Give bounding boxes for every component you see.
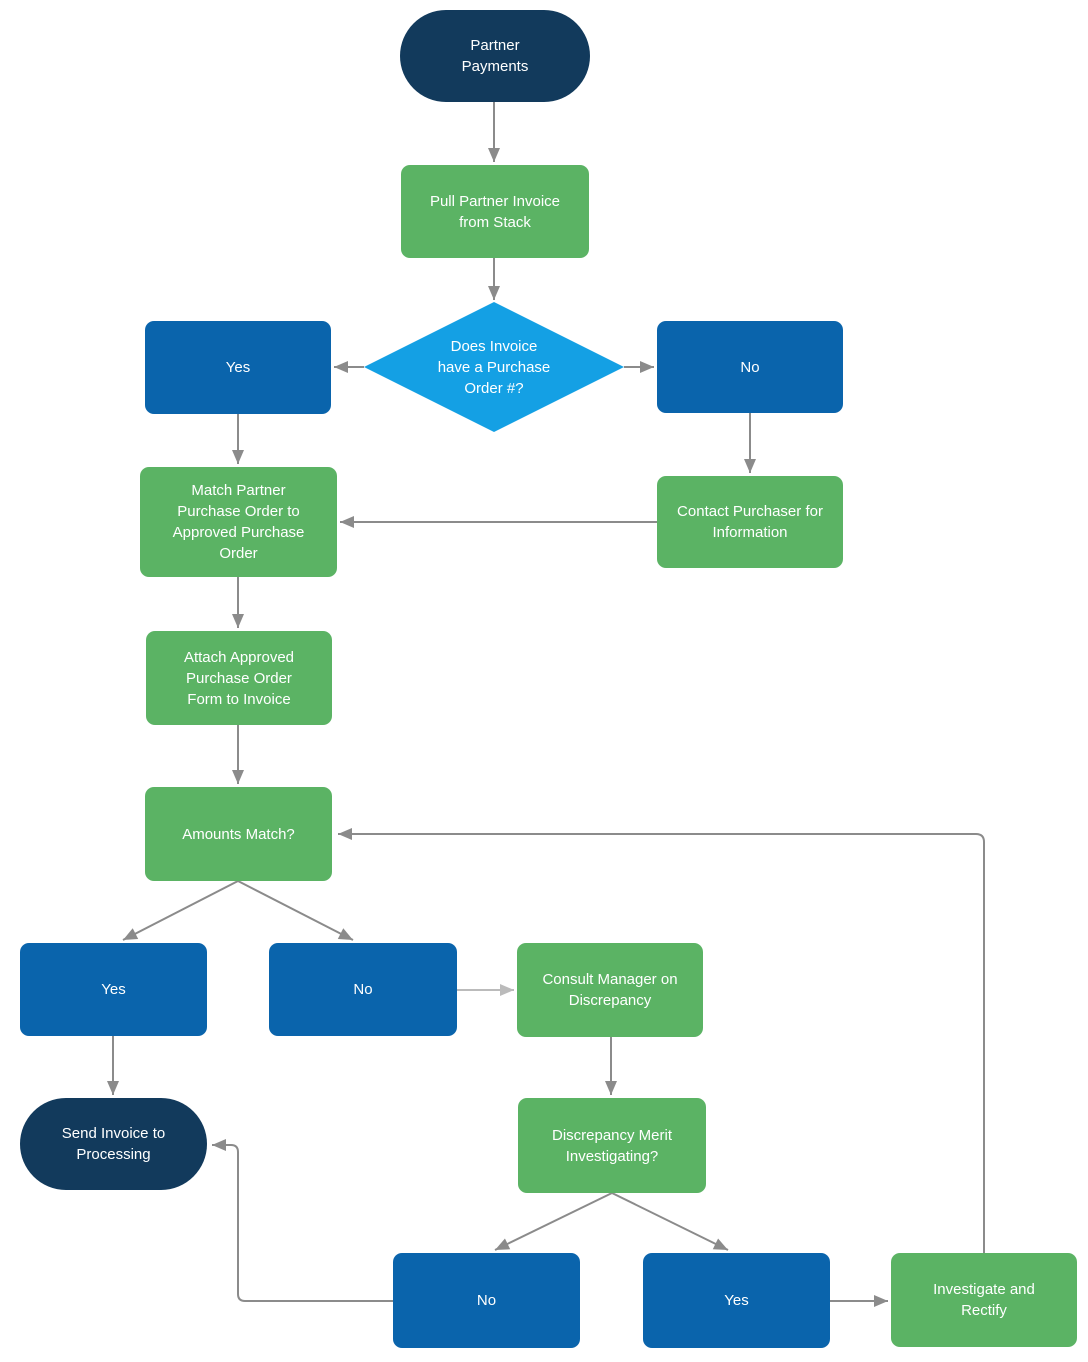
- node-amounts-yes: Yes: [20, 943, 207, 1036]
- node-attach-purchase-order: Attach Approved Purchase Order Form to I…: [146, 631, 332, 725]
- node-po-no: No: [657, 321, 843, 413]
- node-discrepancy-merit: Discrepancy Merit Investigating?: [518, 1098, 706, 1193]
- edge-discrepancy-merit-to-no: [494, 1192, 613, 1251]
- node-label: Contact Purchaser for Information: [677, 503, 823, 541]
- node-investigate-rectify: Investigate and Rectify: [891, 1253, 1077, 1347]
- node-label: Yes: [225, 359, 251, 376]
- node-label: No: [353, 981, 373, 998]
- node-label: Send Invoice to Processing: [61, 1125, 166, 1163]
- edge-amounts-match-to-no: [237, 880, 354, 941]
- node-amounts-no: No: [269, 943, 457, 1036]
- node-label: Discrepancy Merit Investigating?: [551, 1126, 673, 1165]
- node-label: Attach Approved Purchase Order Form to I…: [183, 648, 295, 708]
- node-label: Does Invoice have a Purchase Order #?: [437, 337, 551, 397]
- node-merit-yes: Yes: [643, 1253, 830, 1348]
- node-label: Amounts Match?: [182, 825, 295, 843]
- node-send-invoice-processing: Send Invoice to Processing: [20, 1098, 207, 1190]
- edge-merit-no-to-send-invoice: [212, 1139, 393, 1302]
- node-pull-partner-invoice: Pull Partner Invoice from Stack: [401, 165, 589, 258]
- node-consult-manager: Consult Manager on Discrepancy: [517, 943, 703, 1037]
- edge-amounts-match-to-yes: [122, 880, 239, 941]
- node-po-yes: Yes: [145, 321, 331, 414]
- node-partner-payments: Partner Payments: [400, 10, 590, 102]
- node-label: Investigate and Rectify: [933, 1281, 1035, 1319]
- node-label: Partner Payments: [461, 37, 529, 75]
- node-match-purchase-order: Match Partner Purchase Order to Approved…: [140, 467, 337, 577]
- node-label: Consult Manager on Discrepancy: [542, 971, 678, 1009]
- node-label: Yes: [101, 981, 126, 998]
- edge-discrepancy-merit-to-yes: [611, 1192, 729, 1251]
- node-label: No: [476, 1292, 497, 1309]
- node-label: Yes: [724, 1292, 749, 1309]
- node-label: Match Partner Purchase Order to Approved…: [172, 482, 305, 562]
- node-label: No: [740, 358, 760, 376]
- node-contact-purchaser: Contact Purchaser for Information: [657, 476, 843, 568]
- node-amounts-match: Amounts Match?: [145, 787, 332, 881]
- node-merit-no: No: [393, 1253, 580, 1348]
- edge-investigate-to-amounts-match: [338, 828, 985, 1253]
- node-label: Pull Partner Invoice from Stack: [429, 192, 561, 231]
